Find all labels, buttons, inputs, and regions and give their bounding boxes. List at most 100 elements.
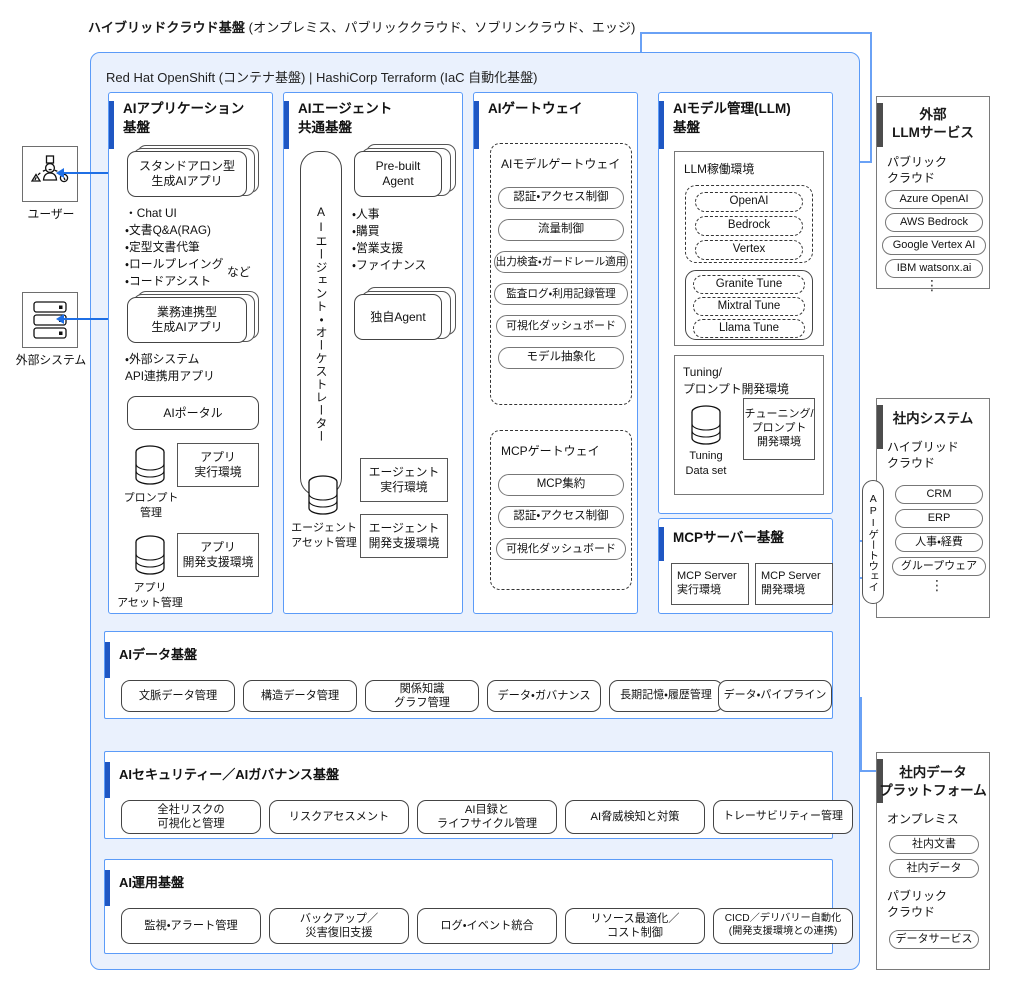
agent-devenv-box[interactable]: エージェント 開発支援環境 — [360, 514, 448, 558]
model-gw-item-4[interactable]: 可視化ダッシュボード — [496, 315, 626, 337]
column-title: AIエージェント 共通基盤 — [298, 101, 393, 135]
mcp-gw-item-1[interactable]: 認証・アクセス制御 — [498, 506, 624, 528]
connector-model-to-external-h1 — [640, 32, 872, 34]
security-item-4[interactable]: トレーサビリティー管理 — [713, 800, 853, 834]
model-gw-item-0[interactable]: 認証・アクセス制御 — [498, 187, 624, 209]
model-gw-item-5[interactable]: モデル抽象化 — [498, 347, 624, 369]
column-accent-bar — [659, 101, 664, 149]
band-title: AIセキュリティー／AIガバナンス基盤 — [119, 767, 339, 782]
model-gw-item-3[interactable]: 監査ログ・利用記録管理 — [494, 283, 628, 305]
data-item-5[interactable]: データ・パイプライン — [718, 680, 832, 712]
band-accent-bar — [105, 762, 110, 798]
hosted-model-2[interactable]: Vertex — [695, 240, 803, 260]
llm-runtime-label: LLM稼働環境 — [684, 162, 755, 176]
external-llm-item-2[interactable]: Google Vertex AI — [882, 236, 986, 255]
data-item-1[interactable]: 構造データ管理 — [243, 680, 357, 712]
panel-accent-bar — [877, 759, 883, 803]
data-platform-cloud-label: パブリック クラウド — [887, 889, 948, 920]
panel-title: 社内データ プラットフォーム — [879, 765, 987, 799]
internal-system-item-1[interactable]: ERP — [895, 509, 983, 528]
hosted-model-0[interactable]: OpenAI — [695, 192, 803, 212]
data-item-4[interactable]: 長期記憶・履歴管理 — [609, 680, 723, 712]
tuned-model-1[interactable]: Mixtral Tune — [693, 297, 805, 316]
data-platform-cloud-item-0[interactable]: データサービス — [889, 930, 979, 949]
standalone-app-card[interactable]: スタンドアロン型 生成AIアプリ — [127, 151, 247, 197]
agent-runtime-box[interactable]: エージェント 実行環境 — [360, 458, 448, 502]
security-item-1[interactable]: リスクアセスメント — [269, 800, 409, 834]
band-ai-security-governance: AIセキュリティー／AIガバナンス基盤 全社リスクの 可視化と管理 リスクアセス… — [104, 751, 853, 839]
app-devenv-box[interactable]: アプリ 開発支援環境 — [177, 533, 259, 577]
user-label: ユーザー — [27, 207, 75, 221]
column-accent-bar — [474, 101, 479, 149]
panel-accent-bar — [877, 405, 883, 449]
mcp-server-platform: MCPサーバー基盤 MCP Server 実行環境 MCP Server 開発環… — [658, 518, 833, 614]
band-accent-bar — [105, 870, 110, 906]
custom-agent-card[interactable]: 独自Agent — [354, 294, 442, 340]
app-asset-store-label: アプリ アセット管理 — [117, 582, 183, 610]
arrow-user-to-app-line — [62, 172, 122, 175]
hosted-model-1[interactable]: Bedrock — [695, 216, 803, 236]
tuning-devenv-box[interactable]: チューニング/ プロンプト 開発環境 — [743, 398, 815, 460]
external-llm-item-3[interactable]: IBM watsonx.ai — [885, 259, 983, 278]
custom-agent-stack: 独自Agent — [354, 287, 456, 342]
band-ai-operations: AI運用基盤 監視・アラート管理 バックアップ／ 災害復旧支援 ログ・イベント統… — [104, 859, 853, 954]
tuned-model-0[interactable]: Granite Tune — [693, 275, 805, 294]
panel-title: 社内システム — [892, 411, 974, 426]
column-ai-model-management: AIモデル管理(LLM) 基盤 LLM稼働環境 OpenAI Bedrock V… — [658, 92, 833, 514]
api-gateway-pill[interactable]: APIゲートウェイ — [862, 480, 884, 604]
model-gw-item-1[interactable]: 流量制御 — [498, 219, 624, 241]
connector-pipeline-to-dataplatform-h2 — [860, 770, 882, 772]
security-item-3[interactable]: AI脅威検知と対策 — [565, 800, 705, 834]
panel-external-llm-service: 外部 LLMサービス パブリック クラウド Azure OpenAI AWS B… — [876, 96, 990, 293]
ops-item-4[interactable]: CICD／デリバリー自動化 (開発支援環境との連携) — [713, 908, 853, 944]
ops-item-0[interactable]: 監視・アラート管理 — [121, 908, 261, 944]
agent-orchestrator[interactable]: AIエージェント・オーケストレーター — [300, 151, 342, 496]
column-ai-application-platform: AIアプリケーション 基盤 スタンドアロン型 生成AIアプリ ・Chat UI … — [108, 92, 273, 614]
connector-pipeline-to-dataplatform-v — [860, 697, 862, 771]
agent-asset-store-label: エージェント アセット管理 — [291, 522, 357, 550]
external-llm-item-1[interactable]: AWS Bedrock — [885, 213, 983, 232]
data-platform-onprem-item-1[interactable]: 社内データ — [889, 859, 979, 878]
band-accent-bar — [105, 642, 110, 678]
tuned-model-2[interactable]: Llama Tune — [693, 319, 805, 338]
mcp-gw-item-0[interactable]: MCP集約 — [498, 474, 624, 496]
linked-bullets: ・外部システム API連携用アプリ — [125, 352, 215, 384]
arrow-extsys-to-app-head-left — [56, 313, 64, 324]
data-platform-onprem-item-0[interactable]: 社内文書 — [889, 835, 979, 854]
column-ai-gateway: AIゲートウェイ AIモデルゲートウェイ 認証・アクセス制御 流量制御 出力検査… — [473, 92, 638, 614]
ops-item-3[interactable]: リソース最適化／ コスト制御 — [565, 908, 705, 944]
column-title: AIモデル管理(LLM) 基盤 — [673, 101, 791, 135]
panel-accent-bar — [877, 103, 883, 147]
security-item-0[interactable]: 全社リスクの 可視化と管理 — [121, 800, 261, 834]
internal-system-item-0[interactable]: CRM — [895, 485, 983, 504]
external-system-label: 外部システム — [15, 353, 87, 367]
model-gw-item-2[interactable]: 出力検査・ガードレール適用 — [494, 251, 628, 273]
internal-systems-group-label: ハイブリッド クラウド — [887, 440, 959, 471]
prebuilt-agent-stack: Pre-built Agent — [354, 144, 456, 199]
prebuilt-agent-card[interactable]: Pre-built Agent — [354, 151, 442, 197]
app-asset-store-cylinder — [133, 535, 167, 577]
arrow-extsys-to-app-line — [62, 318, 122, 321]
external-llm-item-0[interactable]: Azure OpenAI — [885, 190, 983, 209]
mcp-gw-item-2[interactable]: 可視化ダッシュボード — [496, 538, 626, 560]
tuning-env-label: Tuning/ プロンプト開発環境 — [683, 365, 789, 397]
ops-item-1[interactable]: バックアップ／ 災害復旧支援 — [269, 908, 409, 944]
app-runtime-box[interactable]: アプリ 実行環境 — [177, 443, 259, 487]
data-item-0[interactable]: 文脈データ管理 — [121, 680, 235, 712]
security-item-2[interactable]: AI目録と ライフサイクル管理 — [417, 800, 557, 834]
internal-system-item-2[interactable]: 人事・経費 — [895, 533, 983, 552]
internal-system-item-3[interactable]: グループウェア — [892, 557, 986, 576]
mcp-accent-bar — [659, 527, 664, 561]
mcp-server-devenv[interactable]: MCP Server 開発環境 — [755, 563, 833, 605]
page-title-bold: ハイブリッドクラウド基盤 — [88, 20, 245, 35]
ai-portal-card[interactable]: AIポータル — [127, 396, 259, 430]
external-llm-more: ⋮ — [925, 277, 941, 293]
mcp-server-runtime[interactable]: MCP Server 実行環境 — [671, 563, 749, 605]
data-item-2[interactable]: 関係知識 グラフ管理 — [365, 680, 479, 712]
linked-app-card[interactable]: 業務連携型 生成AIアプリ — [127, 297, 247, 343]
data-item-3[interactable]: データ・ガバナンス — [487, 680, 601, 712]
ops-item-2[interactable]: ログ・イベント統合 — [417, 908, 557, 944]
agent-asset-store-cylinder — [306, 475, 340, 517]
column-title: AIゲートウェイ — [488, 101, 583, 116]
mcp-server-title: MCPサーバー基盤 — [673, 530, 784, 545]
